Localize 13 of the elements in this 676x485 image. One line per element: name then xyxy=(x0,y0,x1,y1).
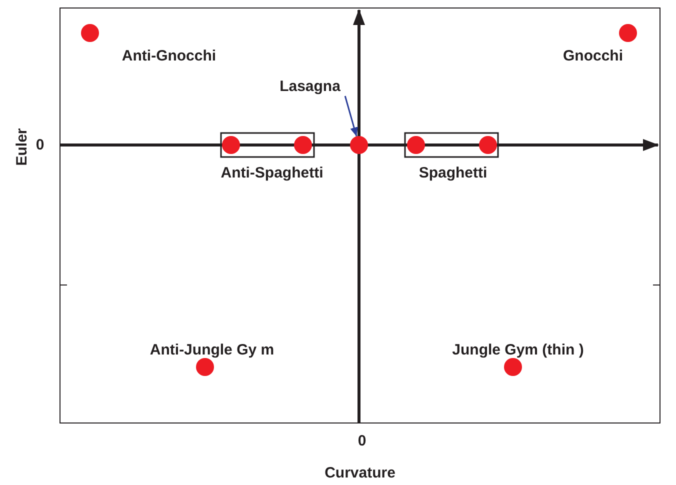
plot-label: Euler xyxy=(14,128,30,166)
plot-label: 0 xyxy=(36,136,44,154)
plot-label: Anti-Jungle Gy m xyxy=(150,342,274,358)
plot-label: Anti-Gnocchi xyxy=(122,48,216,64)
callout-label: Lasagna xyxy=(271,78,349,96)
plot-label: Gnocchi xyxy=(563,48,623,64)
plot-label: Curvature xyxy=(324,464,396,482)
plot-label: 0 xyxy=(358,432,366,450)
plot-label: Anti-Spaghetti xyxy=(220,164,324,182)
arrow xyxy=(344,96,358,137)
data-point xyxy=(350,136,368,154)
plot-label: Jungle Gym (thin ) xyxy=(452,342,584,358)
plot-label: Spaghetti xyxy=(418,164,488,182)
